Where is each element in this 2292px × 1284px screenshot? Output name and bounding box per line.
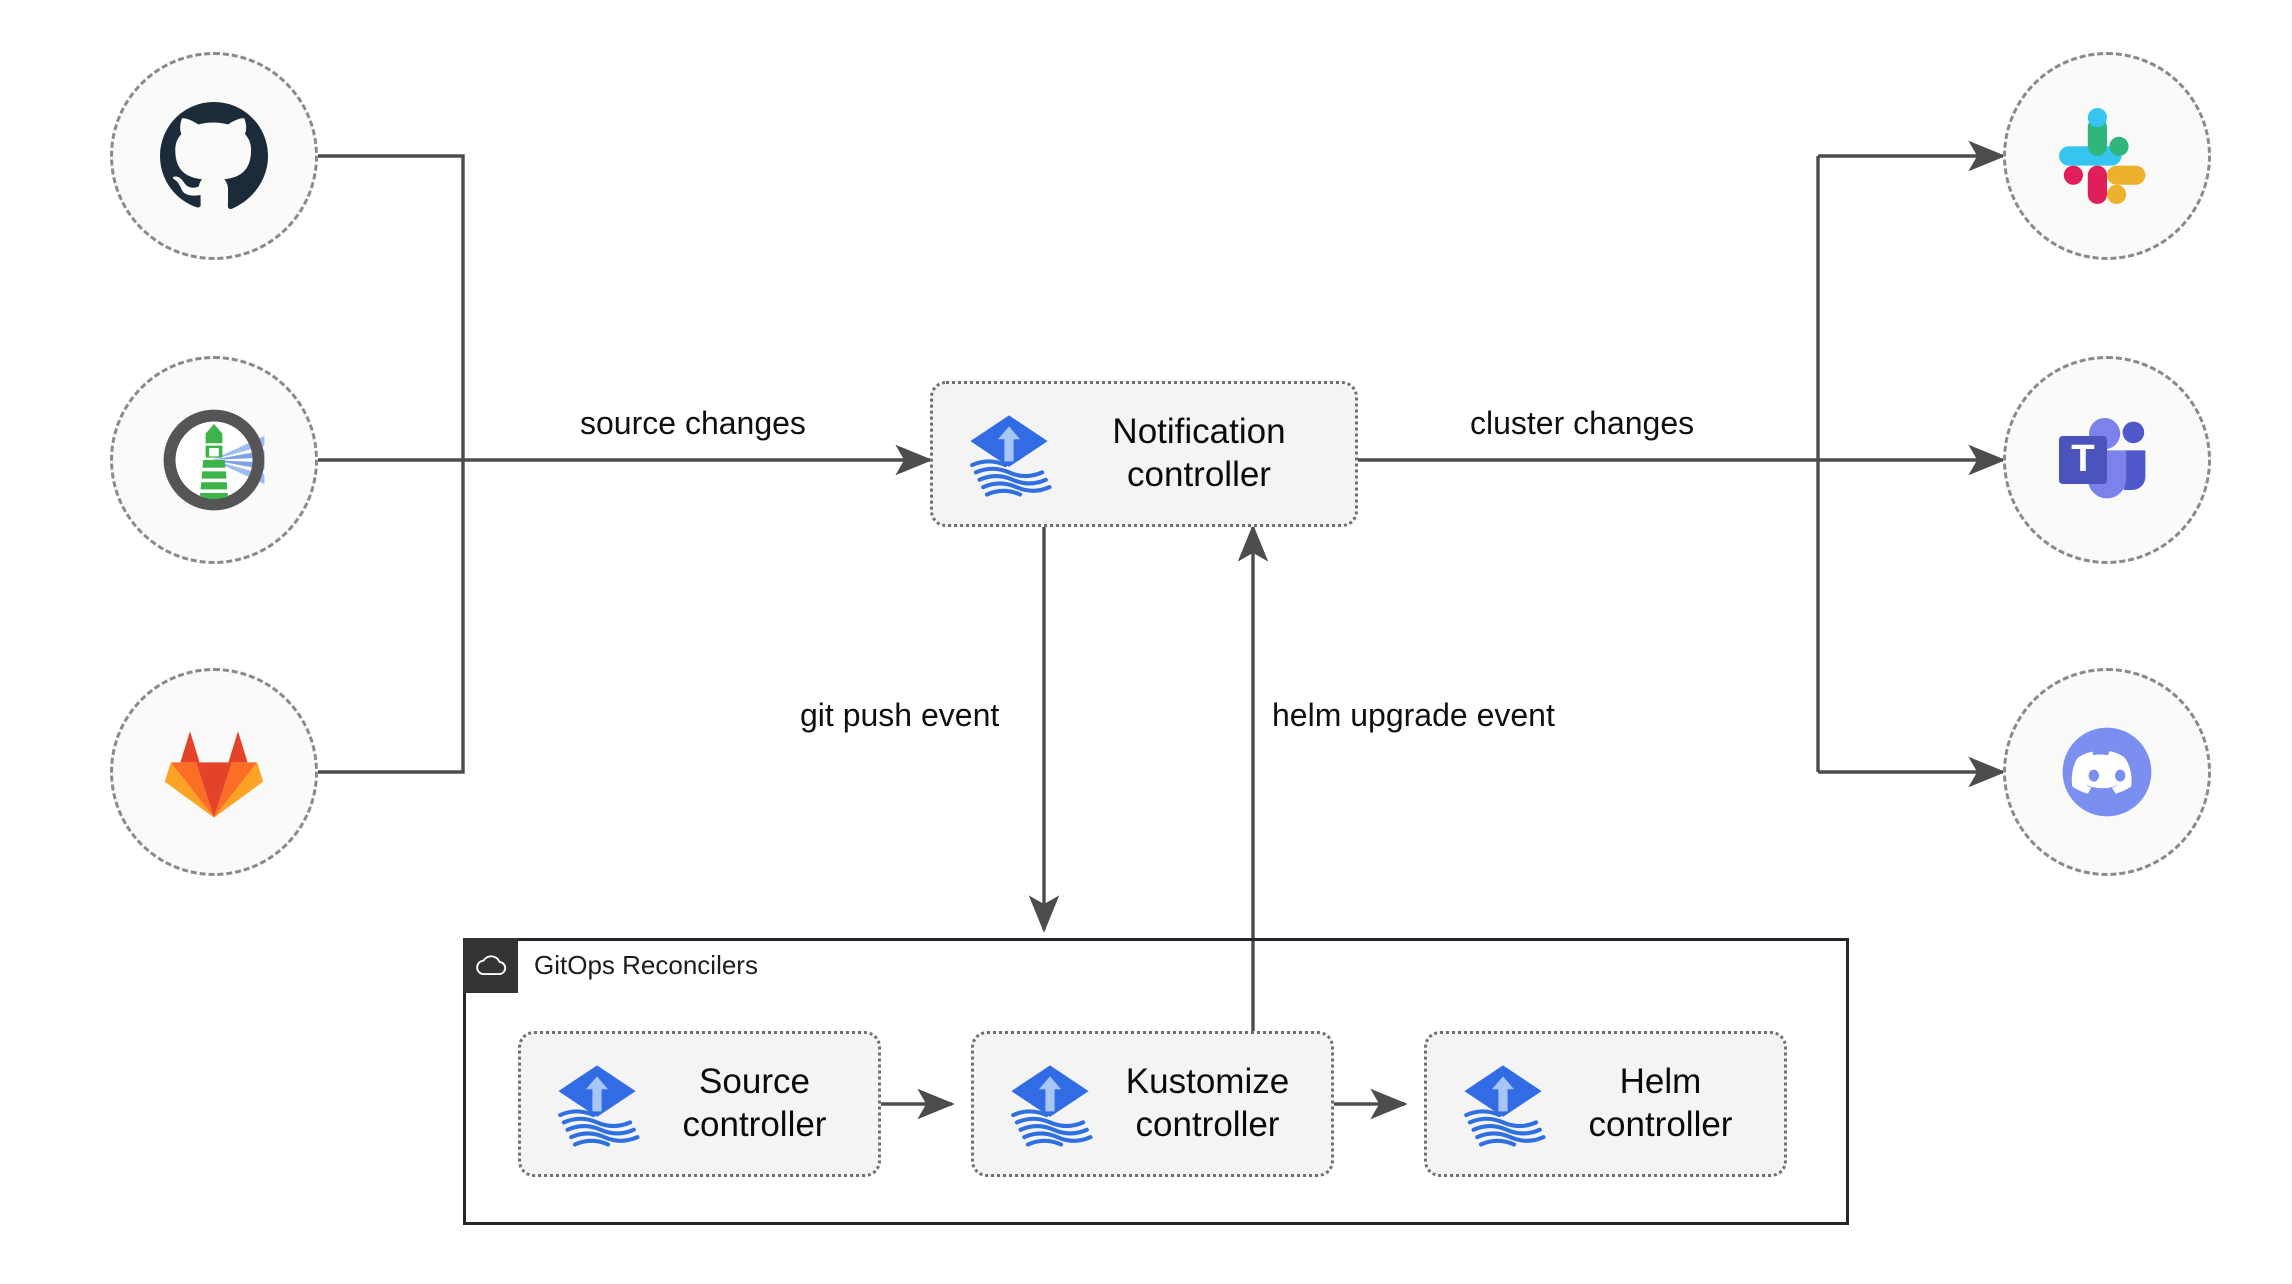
- source-node-flux[interactable]: [110, 356, 318, 564]
- discord-icon: [2062, 727, 2152, 817]
- edge-label-helm-upgrade-event: helm upgrade event: [1272, 697, 1555, 733]
- gitops-reconcilers-title: GitOps Reconcilers: [534, 950, 758, 980]
- destination-node-slack[interactable]: [2003, 52, 2211, 260]
- kustomize-controller-box[interactable]: Kustomize controller: [971, 1031, 1334, 1177]
- notification-controller-label: Notification controller: [1112, 412, 1286, 494]
- edge-label-cluster-changes: cluster changes: [1470, 405, 1695, 441]
- helm-controller-box[interactable]: Helm controller: [1424, 1031, 1787, 1177]
- source-controller-label: Source controller: [682, 1062, 827, 1144]
- flux-controller-icon: [558, 1065, 640, 1147]
- notification-controller-box[interactable]: Notification controller: [930, 381, 1358, 527]
- destination-node-teams[interactable]: T: [2003, 356, 2211, 564]
- cloud-icon: [475, 954, 506, 975]
- source-controller-box[interactable]: Source controller: [518, 1031, 881, 1177]
- flux-controller-icon: [1464, 1065, 1546, 1147]
- flux-lighthouse-icon: [163, 409, 265, 511]
- source-node-gitlab[interactable]: [110, 668, 318, 876]
- edge-label-git-push-event: git push event: [800, 697, 1000, 733]
- slack-icon: [2059, 108, 2146, 204]
- microsoft-teams-icon: T: [2059, 418, 2146, 499]
- gitops-reconcilers-header: GitOps Reconcilers: [463, 938, 758, 993]
- source-node-github[interactable]: [110, 52, 318, 260]
- gitops-reconcilers-group: [463, 938, 1849, 1225]
- github-icon: [160, 102, 268, 210]
- edge-label-source-changes: source changes: [580, 405, 806, 441]
- flux-controller-icon: [970, 415, 1052, 497]
- gitlab-icon: [164, 731, 264, 818]
- cloud-badge: [463, 938, 518, 993]
- helm-controller-label: Helm controller: [1588, 1062, 1733, 1144]
- svg-text:T: T: [2071, 437, 2095, 480]
- kustomize-controller-label: Kustomize controller: [1125, 1062, 1290, 1144]
- flux-controller-icon: [1011, 1065, 1093, 1147]
- destination-node-discord[interactable]: [2003, 668, 2211, 876]
